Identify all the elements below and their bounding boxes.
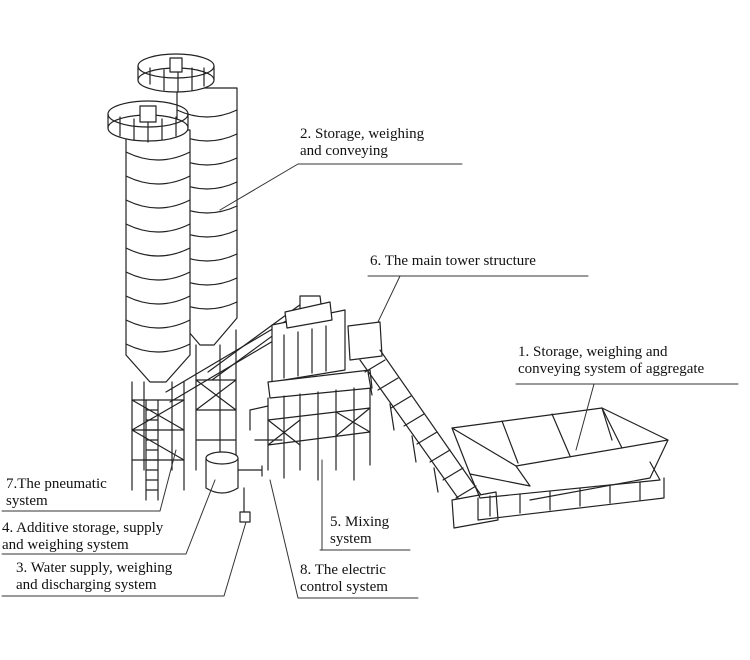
tanks — [205, 451, 263, 523]
callout-6: 6. The main tower structure — [370, 253, 536, 269]
aggregate-batcher — [451, 407, 669, 521]
silo-back-legs — [195, 329, 237, 471]
main-tower — [249, 301, 383, 481]
silo-front — [107, 100, 191, 501]
silo-back — [137, 53, 238, 346]
leader-lines — [1, 163, 739, 599]
